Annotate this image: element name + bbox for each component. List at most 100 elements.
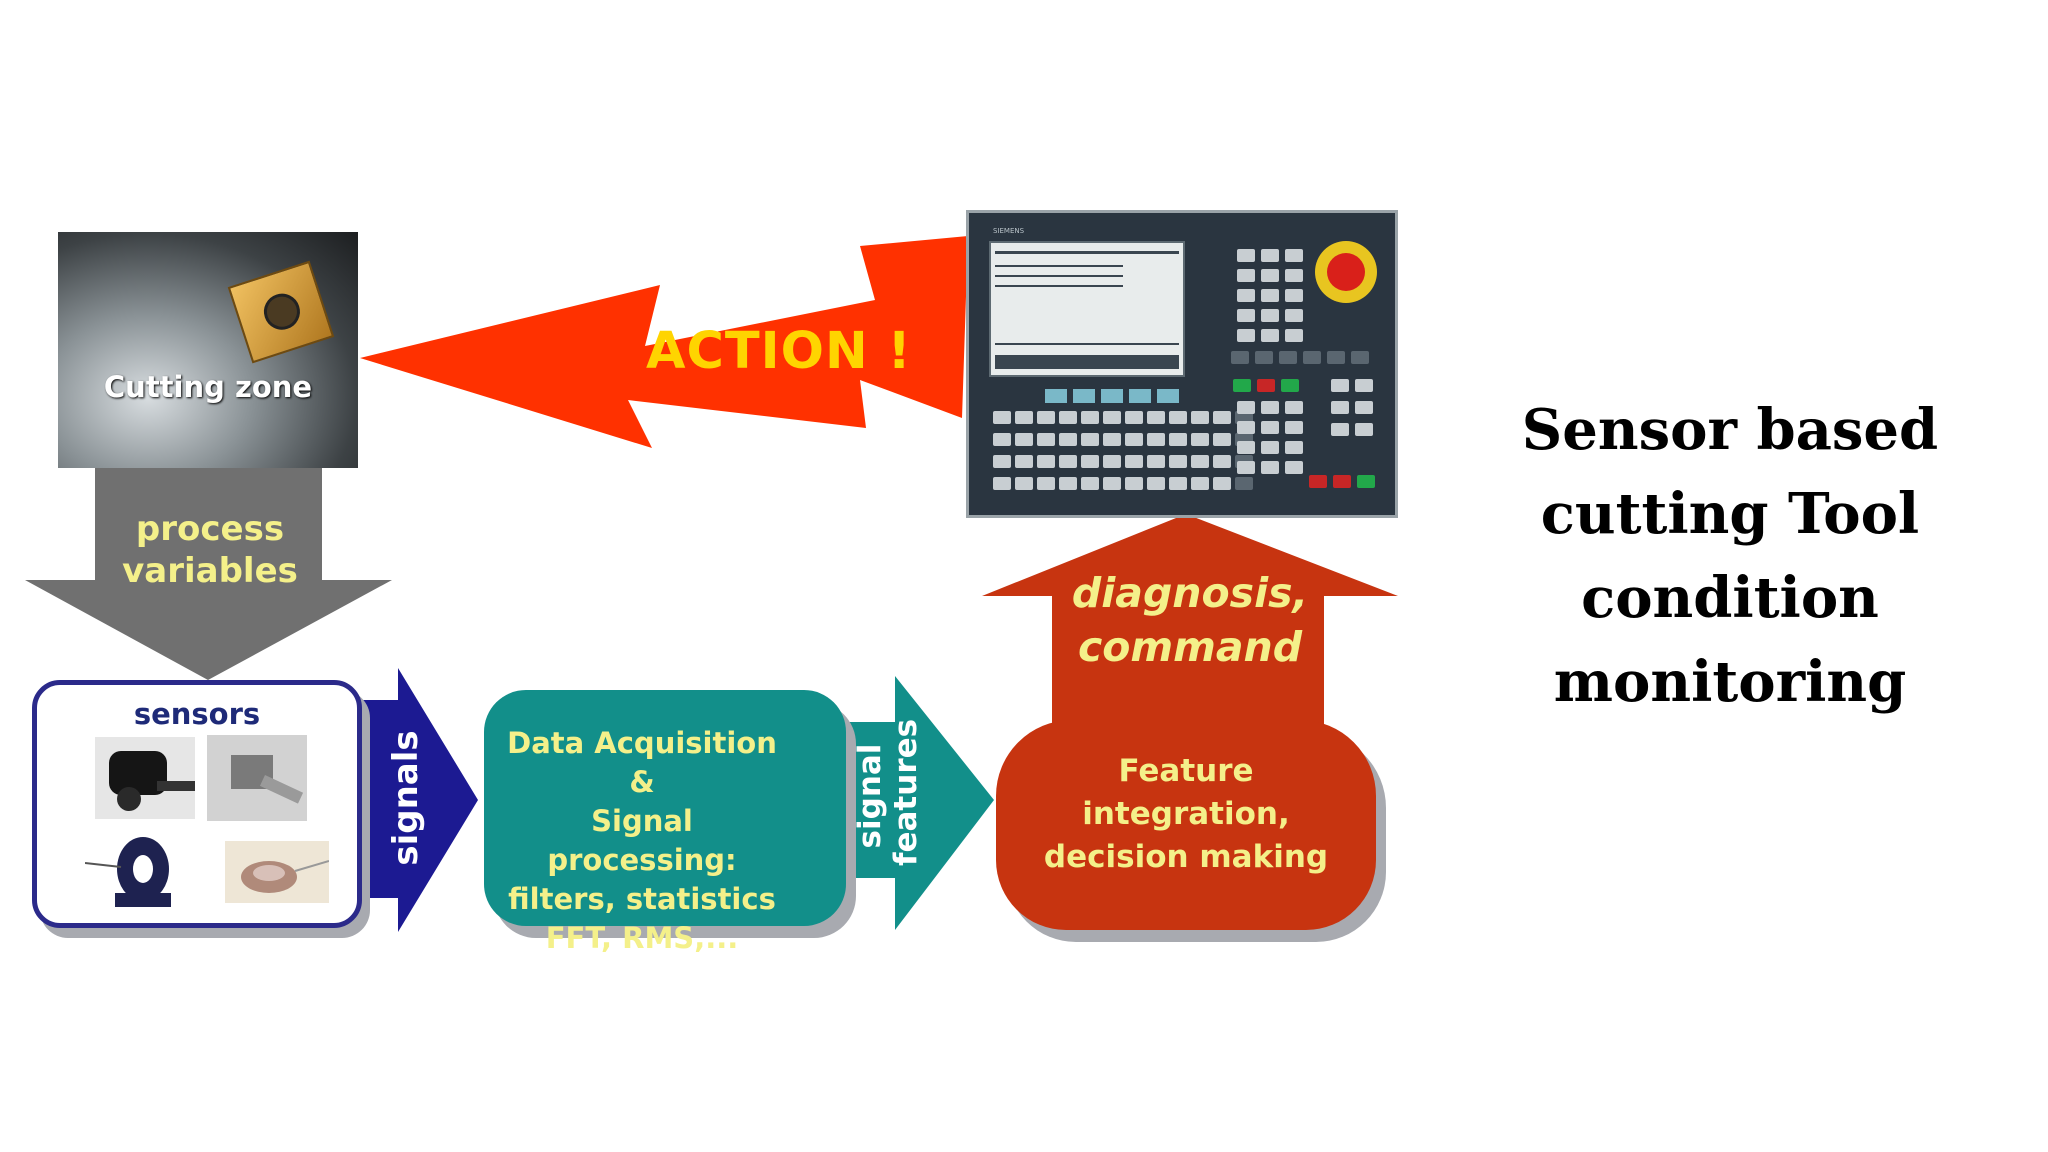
cnc-key — [993, 455, 1011, 468]
force-sensor-icon — [95, 737, 195, 819]
cnc-key — [1037, 433, 1055, 446]
cnc-key — [1237, 309, 1255, 322]
cnc-key — [1257, 379, 1275, 392]
data-acquisition-block: Data Acquisition & Signal processing: fi… — [484, 690, 846, 955]
cnc-key — [1237, 401, 1255, 414]
cutting-insert-icon — [227, 260, 335, 364]
cnc-key — [1125, 411, 1143, 424]
cnc-key — [1285, 309, 1303, 322]
cnc-key — [1015, 433, 1033, 446]
cnc-key — [1103, 477, 1121, 490]
cnc-key — [1103, 433, 1121, 446]
accelerometer-icon — [207, 735, 307, 821]
cnc-key — [1261, 309, 1279, 322]
cnc-key — [1261, 461, 1279, 474]
diagnosis-arrow — [982, 514, 1398, 760]
signal-features-arrow — [830, 676, 994, 930]
softkey — [1045, 389, 1067, 403]
action-bolt — [360, 236, 968, 448]
cnc-key — [1285, 269, 1303, 282]
softkey — [1101, 389, 1123, 403]
cnc-key — [993, 433, 1011, 446]
cnc-key — [1235, 411, 1253, 424]
signal-features-line-2: features — [888, 718, 924, 866]
signal-features-label: signal features — [852, 718, 924, 866]
cnc-key — [1081, 477, 1099, 490]
diagnosis-command-label: diagnosis, command — [1040, 566, 1340, 674]
cnc-key — [1261, 249, 1279, 262]
cnc-key — [1037, 455, 1055, 468]
cnc-key — [1147, 455, 1165, 468]
cnc-key — [1147, 433, 1165, 446]
cnc-key — [1231, 351, 1249, 364]
cnc-key — [1125, 477, 1143, 490]
cnc-key — [1303, 351, 1321, 364]
cnc-screen — [989, 241, 1185, 377]
cnc-key — [1191, 433, 1209, 446]
cnc-key — [1331, 379, 1349, 392]
cnc-key — [1169, 455, 1187, 468]
cnc-key — [1015, 455, 1033, 468]
cnc-key — [1237, 269, 1255, 282]
cnc-key — [1233, 379, 1251, 392]
cnc-key — [1285, 329, 1303, 342]
cnc-key — [1169, 433, 1187, 446]
diagnosis-line-1: diagnosis, — [1071, 569, 1309, 617]
decision-line-3: decision making — [1043, 839, 1329, 875]
cnc-key — [1081, 411, 1099, 424]
cutting-zone-label: Cutting zone — [103, 370, 313, 404]
cnc-key — [1237, 289, 1255, 302]
cnc-key — [1261, 421, 1279, 434]
cnc-key — [1279, 351, 1297, 364]
cnc-key — [1285, 249, 1303, 262]
cnc-key — [1237, 421, 1255, 434]
process-variables-arrow — [25, 468, 392, 680]
cnc-key — [1103, 455, 1121, 468]
cnc-key — [1213, 455, 1231, 468]
signals-arrow — [340, 668, 478, 932]
cnc-key — [1285, 441, 1303, 454]
diagnosis-line-2: command — [1077, 623, 1303, 671]
cnc-key — [1261, 289, 1279, 302]
cnc-key — [1059, 455, 1077, 468]
cnc-key — [1081, 433, 1099, 446]
signal-features-line-1: signal — [852, 743, 888, 849]
cnc-key — [1237, 249, 1255, 262]
decision-line-2: integration, — [1082, 796, 1290, 832]
data-acquisition-text: Data Acquisition & Signal processing: fi… — [498, 724, 786, 958]
cnc-key — [1327, 351, 1345, 364]
cnc-key — [1235, 477, 1253, 490]
cnc-key — [1261, 441, 1279, 454]
cnc-key — [1281, 379, 1299, 392]
cnc-key — [1059, 477, 1077, 490]
sensors-label: sensors — [133, 697, 261, 731]
cnc-key — [1015, 411, 1033, 424]
cnc-key — [1237, 461, 1255, 474]
cnc-brand-label: SIEMENS — [993, 227, 1025, 235]
cnc-control-panel: SIEMENS — [966, 210, 1398, 518]
softkey — [1157, 389, 1179, 403]
cutting-zone-photo: Cutting zone — [58, 232, 358, 468]
processing-line-1: Data Acquisition & — [507, 726, 777, 799]
action-label: ACTION ! — [646, 322, 912, 381]
cnc-key — [1103, 411, 1121, 424]
cnc-key — [1355, 379, 1373, 392]
cnc-key — [1191, 477, 1209, 490]
softkey — [1129, 389, 1151, 403]
cnc-key — [1237, 441, 1255, 454]
current-sensor-icon — [85, 837, 171, 907]
cnc-key — [1357, 475, 1375, 488]
cnc-key — [1015, 477, 1033, 490]
cnc-key — [1059, 433, 1077, 446]
cnc-key — [1261, 329, 1279, 342]
acoustic-emission-sensor-icon — [225, 841, 329, 903]
process-variables-line-2: variables — [122, 551, 298, 591]
cnc-key — [1261, 401, 1279, 414]
process-variables-line-1: process — [135, 509, 285, 549]
cnc-key — [1213, 477, 1231, 490]
cnc-key — [1191, 455, 1209, 468]
cnc-key — [1255, 351, 1273, 364]
feature-integration-block: Feature integration, decision making — [996, 720, 1376, 930]
emergency-stop-button — [1327, 253, 1365, 291]
sensors-box: sensors — [32, 680, 362, 928]
